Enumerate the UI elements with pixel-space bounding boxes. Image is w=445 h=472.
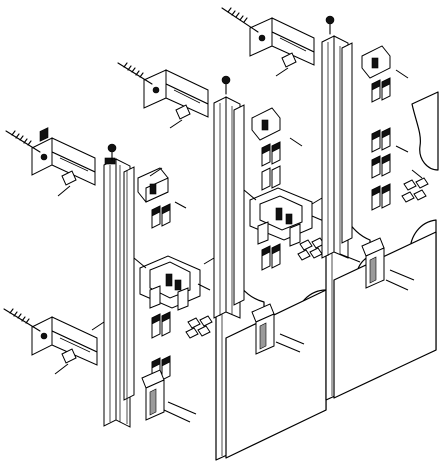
hook-bracket-upper-middle — [251, 107, 281, 141]
shim-lower-left — [54, 348, 77, 375]
bracket-middle-left — [133, 255, 211, 311]
middle-assembly — [117, 62, 327, 461]
clips-upper-right — [371, 69, 409, 103]
bolt-top-middle-profile — [221, 75, 231, 95]
support-angle-bottom-right — [339, 237, 415, 291]
wall-bracket-upper-left — [31, 127, 96, 186]
shim-upper-left — [57, 170, 77, 197]
wall-bracket-right — [249, 17, 315, 66]
vertical-profile-right — [311, 35, 353, 259]
anchor-bolt-upper-left — [5, 130, 41, 153]
clips-third-right — [371, 153, 391, 179]
support-angle-bottom-middle — [251, 303, 305, 355]
corner-pieces-right — [401, 169, 429, 203]
hook-bracket-upper-right — [361, 45, 391, 79]
left-assembly — [3, 127, 213, 428]
anchor-bolt-right — [221, 7, 259, 33]
clips-second-middle — [261, 165, 281, 191]
hook-bracket-upper-left — [137, 167, 169, 203]
panel-fragment-top-right — [411, 91, 439, 171]
clips-upper-left — [151, 201, 187, 229]
shim-middle — [169, 104, 191, 129]
clips-second-right — [371, 127, 409, 153]
right-assembly — [221, 7, 439, 401]
bolt-top-left-profile — [107, 143, 117, 161]
bracket-middle-middle — [243, 187, 327, 247]
wall-bracket-middle — [143, 69, 209, 118]
anchor-bolt-lower-left — [3, 308, 41, 332]
clips-middle-left — [151, 311, 171, 339]
panel-cut-right — [333, 231, 437, 399]
vertical-profile-middle — [203, 96, 245, 319]
panel-cut-middle — [225, 289, 327, 459]
bolt-top-right-profile — [325, 15, 335, 35]
support-angle-bottom-left — [141, 369, 197, 423]
vertical-profile-left — [91, 157, 135, 428]
corner-pieces-left — [185, 315, 213, 339]
clips-lower-middle — [261, 243, 281, 271]
clips-fourth-right — [371, 183, 391, 211]
clips-upper-middle — [261, 137, 303, 167]
corner-pieces-middle — [297, 237, 325, 261]
wall-bracket-lower-left — [31, 316, 98, 366]
anchor-bolt-middle — [117, 62, 153, 85]
shim-right — [275, 52, 297, 77]
